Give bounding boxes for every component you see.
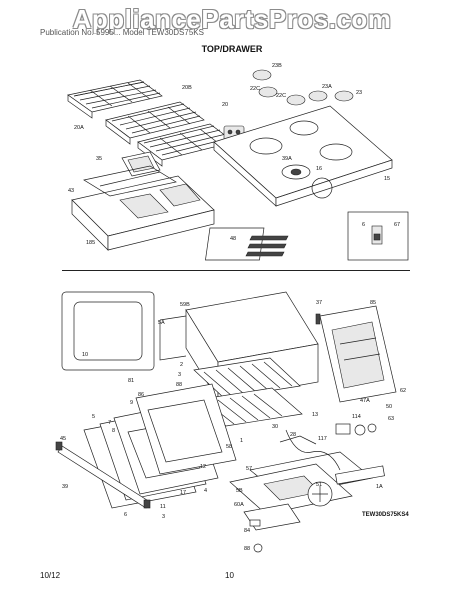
part-label: 11 <box>160 504 166 510</box>
burner-cap-23b <box>252 69 272 81</box>
burner-box <box>71 165 215 251</box>
part-label: 67 <box>394 222 400 228</box>
part-label: 85 <box>370 300 376 306</box>
part-label: 57 <box>246 466 252 472</box>
part-label: 62 <box>400 388 406 394</box>
part-label: 88 <box>176 382 182 388</box>
part-label: 185 <box>86 240 95 246</box>
part-label: 47A <box>360 398 370 404</box>
burner-cap-23 <box>334 90 354 102</box>
part-label: 1A <box>376 484 383 490</box>
burner-grate-center <box>105 101 205 145</box>
part-label: 39 <box>62 484 68 490</box>
burner-cap-22c-a <box>258 86 278 98</box>
oven-window-glass <box>61 291 155 371</box>
part-label: 39A <box>282 156 292 162</box>
part-label: 59B <box>180 302 190 308</box>
warming-drawer <box>229 451 373 515</box>
part-label: 22C <box>250 86 260 92</box>
part-label: 23 <box>356 90 362 96</box>
part-label: 16 <box>316 166 322 172</box>
model-code: TEW30DS75KS4 <box>362 512 409 518</box>
part-label: 45 <box>60 436 66 442</box>
part-label: 86 <box>138 392 144 398</box>
part-label: 23A <box>322 84 332 90</box>
part-label: 20B <box>182 85 192 91</box>
part-label: 10 <box>82 352 88 358</box>
part-label: 63 <box>388 416 394 422</box>
igniter-module <box>347 211 409 261</box>
part-label: 5B <box>236 488 243 494</box>
part-label: 60A <box>234 502 244 508</box>
main-top-panel <box>213 105 393 207</box>
part-label: 17 <box>180 490 186 496</box>
part-label: 1 <box>240 438 243 444</box>
griddle-insert <box>205 227 289 261</box>
part-label: 28 <box>290 432 296 438</box>
part-label: 5A <box>158 320 165 326</box>
part-label: 88 <box>244 546 250 552</box>
part-label: 15 <box>384 176 390 182</box>
watermark: AppliancePartsPros.com <box>72 4 392 34</box>
part-label: 37 <box>316 300 322 306</box>
part-label: 35 <box>96 156 102 162</box>
part-label: 48 <box>230 236 236 242</box>
fastener-clips <box>249 313 321 553</box>
part-label: 3 <box>162 514 165 520</box>
part-label: 117 <box>318 436 327 442</box>
part-label: 2 <box>180 362 183 368</box>
door-handle <box>55 441 151 509</box>
part-label: 6 <box>362 222 365 228</box>
part-label: 3 <box>178 372 181 378</box>
part-label: 8 <box>112 428 115 434</box>
footer-date: 10/12 <box>40 571 61 580</box>
part-label: 84 <box>244 528 250 534</box>
bake-element <box>279 423 377 471</box>
part-label: 13 <box>312 412 318 418</box>
part-label: 114 <box>352 414 361 420</box>
section-divider <box>62 270 410 271</box>
oven-door-assembly <box>83 383 237 509</box>
part-label: 50 <box>386 404 392 410</box>
footer-page-number: 10 <box>225 571 234 580</box>
part-label: 6 <box>124 512 127 518</box>
part-label: 22C <box>276 93 286 99</box>
part-label: 4 <box>204 488 207 494</box>
part-label: 58 <box>226 444 232 450</box>
part-label: 9 <box>130 400 133 406</box>
part-label: 23B <box>272 63 282 69</box>
burner-cap-23a <box>308 90 328 102</box>
part-label: 7 <box>108 420 111 426</box>
burner-cap-22c-b <box>286 94 306 106</box>
part-label: 20A <box>74 125 84 131</box>
part-label: 12 <box>200 464 206 470</box>
publication-subheading: Publication No. 5995... Model TEW30DS75K… <box>40 28 204 37</box>
rear-panel <box>319 305 397 403</box>
part-label: 43 <box>68 188 74 194</box>
part-label: 51 <box>316 482 322 488</box>
diagram-title: TOP/DRAWER <box>201 44 263 54</box>
part-label: 5 <box>92 414 95 420</box>
part-label: 81 <box>128 378 134 384</box>
part-label: 30 <box>272 424 278 430</box>
part-label: 20 <box>222 102 228 108</box>
burner-grate-left <box>67 79 163 119</box>
